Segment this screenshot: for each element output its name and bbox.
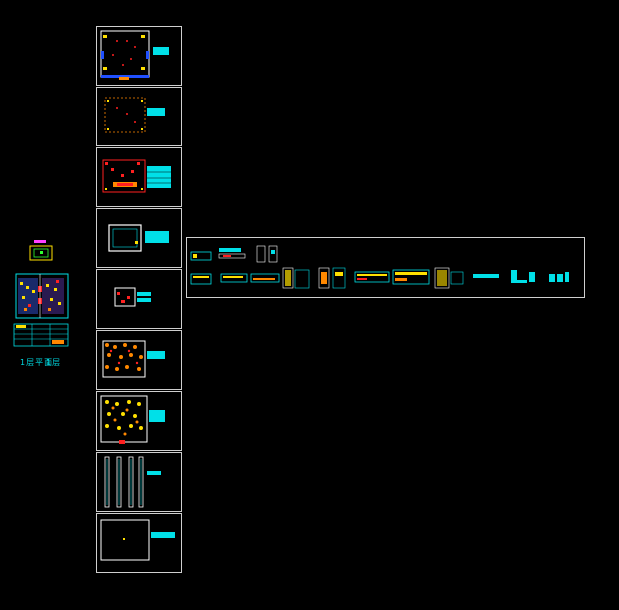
- overview-caption-a: 1层平面: [20, 358, 54, 367]
- sheet-6-graphic: [102, 340, 165, 378]
- drawing-sheet-5[interactable]: [96, 269, 182, 329]
- drawing-sheet-1[interactable]: [96, 26, 182, 86]
- drawing-sheet-8[interactable]: [96, 452, 182, 512]
- overview-caption-b: 1层: [46, 358, 62, 367]
- sheet-4-graphic: [108, 224, 169, 252]
- sheet-1-graphic: [100, 30, 169, 80]
- detail-sheet[interactable]: [186, 237, 585, 298]
- overview-drawing-graphic: [13, 240, 69, 347]
- drawing-sheet-4[interactable]: [96, 208, 182, 268]
- sheet-8-graphic: [104, 456, 161, 508]
- sheet-9-graphic: [100, 519, 175, 561]
- drawing-sheet-7[interactable]: [96, 391, 182, 451]
- sheet-5-graphic: [114, 287, 151, 307]
- sheet-2-graphic: [104, 97, 165, 133]
- drawing-sheet-3[interactable]: [96, 147, 182, 207]
- drawing-sheet-2[interactable]: [96, 87, 182, 146]
- sheet-7-graphic: [100, 395, 165, 444]
- drawing-sheet-9[interactable]: [96, 513, 182, 573]
- sheet-3-graphic: [102, 159, 171, 193]
- detail-sheet-graphic: [190, 245, 569, 289]
- drawing-sheet-6[interactable]: [96, 330, 182, 390]
- overview-drawing[interactable]: [12, 238, 72, 368]
